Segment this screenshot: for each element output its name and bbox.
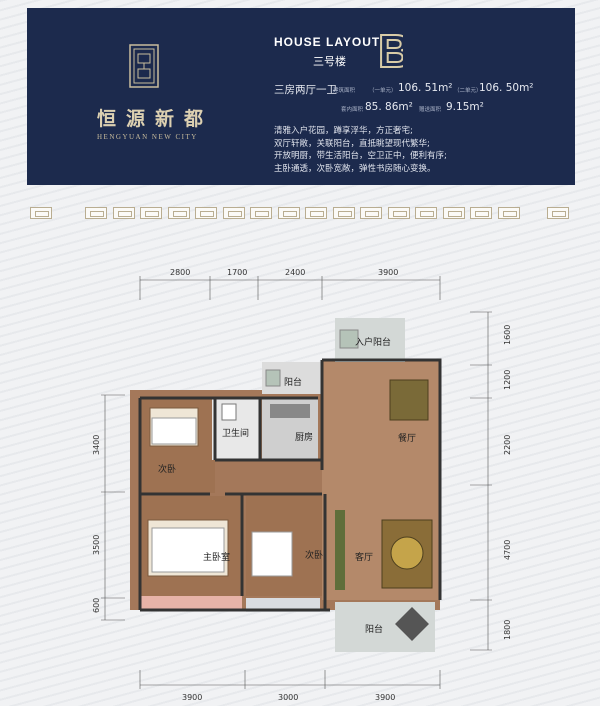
ornament-tile-icon bbox=[85, 207, 107, 219]
room-second-bedroom-top: 次卧 bbox=[158, 463, 176, 475]
dim-left-3: 600 bbox=[92, 598, 101, 613]
building-label: 三号楼 bbox=[313, 55, 346, 68]
furniture bbox=[147, 329, 433, 641]
layout-letter-b: B bbox=[377, 27, 403, 71]
ornament-tile-icon bbox=[30, 207, 52, 219]
dim-top-2: 1700 bbox=[227, 268, 247, 277]
ornament-tile-icon bbox=[305, 207, 327, 219]
dim-left-2: 3500 bbox=[92, 535, 101, 555]
ornament-tile-icon bbox=[470, 207, 492, 219]
gift-area-label: 赠送面积 bbox=[419, 107, 442, 113]
dim-bottom-2: 3000 bbox=[278, 693, 298, 702]
inner-area-label: 套内面积 bbox=[341, 107, 364, 113]
dim-top-4: 3900 bbox=[378, 268, 398, 277]
header-banner: 恒源新都 HENGYUAN NEW CITY HOUSE LAYOUT 三号楼 … bbox=[27, 8, 575, 185]
unit1-area: 106. 51m² bbox=[398, 82, 453, 94]
dim-top-3: 2400 bbox=[285, 268, 305, 277]
ornament-tile-icon bbox=[278, 207, 300, 219]
description-line: 开放明厨，带生活阳台，空卫正中，便利有序; bbox=[274, 151, 447, 161]
ornament-tile-icon bbox=[113, 207, 135, 219]
dim-left-1: 3400 bbox=[92, 435, 101, 455]
built-area-label: 建筑面积 bbox=[333, 88, 356, 94]
room-balcony-bottom: 阳台 bbox=[365, 623, 383, 635]
brand-name-en: HENGYUAN NEW CITY bbox=[97, 133, 198, 141]
unit1-label: （一单元） bbox=[369, 88, 397, 94]
dim-bottom-3: 3900 bbox=[375, 693, 395, 702]
ornament-tile-icon bbox=[443, 207, 465, 219]
room-living: 客厅 bbox=[355, 551, 373, 563]
ornament-tile-icon bbox=[360, 207, 382, 219]
description-line: 清雅入户花园，蹲享浮华，方正奢宅; bbox=[274, 126, 413, 136]
walls bbox=[138, 358, 442, 612]
dim-right-2: 1200 bbox=[503, 370, 512, 390]
logo-emblem-icon bbox=[129, 44, 159, 88]
gift-area: 9.15m² bbox=[446, 101, 484, 113]
ornament-tile-icon bbox=[547, 207, 569, 219]
room-dining: 餐厅 bbox=[398, 432, 416, 444]
ornament-tile-icon bbox=[195, 207, 217, 219]
ornament-tile-icon bbox=[223, 207, 245, 219]
house-layout-title: HOUSE LAYOUT bbox=[274, 35, 381, 49]
brand-name-cn: 恒源新都 bbox=[97, 108, 214, 130]
room-bathroom: 卫生间 bbox=[222, 427, 249, 439]
dim-right-1: 1600 bbox=[503, 325, 512, 345]
room-master-bedroom: 主卧室 bbox=[203, 551, 230, 563]
dim-right-5: 1800 bbox=[503, 620, 512, 640]
room-second-bedroom-mid: 次卧 bbox=[305, 549, 323, 561]
ornament-tile-icon bbox=[168, 207, 190, 219]
room-kitchen: 厨房 bbox=[295, 431, 313, 443]
ornament-tile-icon bbox=[498, 207, 520, 219]
room-balcony-top: 阳台 bbox=[284, 376, 302, 388]
ornament-tile-icon bbox=[415, 207, 437, 219]
description: 清雅入户花园，蹲享浮华，方正奢宅; 双厅轩敞，关联阳台，直抵眺望现代繁华; 开放… bbox=[274, 125, 447, 175]
dim-right-3: 2200 bbox=[503, 435, 512, 455]
unit2-label: （二单元） bbox=[454, 88, 482, 94]
description-line: 双厅轩敞，关联阳台，直抵眺望现代繁华; bbox=[274, 138, 430, 149]
svg-text:B: B bbox=[378, 27, 403, 71]
dim-right-4: 4700 bbox=[503, 540, 512, 560]
ornament-tile-icon bbox=[250, 207, 272, 219]
description-line: 主卧通透，次卧宽敞，弹性书房随心变换。 bbox=[274, 163, 436, 174]
ornament-tile-icon bbox=[388, 207, 410, 219]
dim-bottom-1: 3900 bbox=[182, 693, 202, 702]
room-entry-balcony: 入户阳台 bbox=[355, 336, 391, 348]
ornament-tile-icon bbox=[140, 207, 162, 219]
inner-area: 85. 86m² bbox=[365, 101, 413, 113]
unit2-area: 106. 50m² bbox=[479, 82, 534, 94]
ornament-tile-icon bbox=[333, 207, 355, 219]
dimension-lines bbox=[101, 276, 492, 689]
dim-top-1: 2800 bbox=[170, 268, 190, 277]
layout-type: 三房两厅一卫 bbox=[274, 84, 337, 96]
floor-areas bbox=[130, 318, 440, 652]
